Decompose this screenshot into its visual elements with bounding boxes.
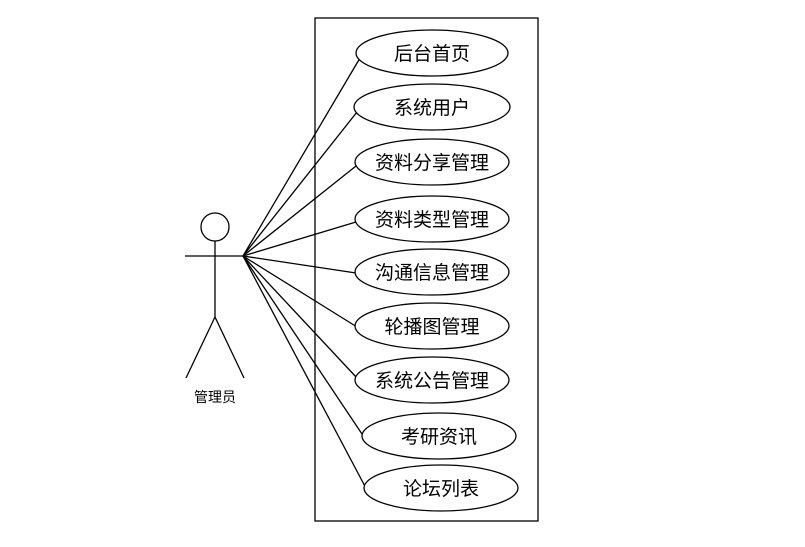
use-case-ellipse bbox=[354, 302, 510, 350]
use-case-ellipse bbox=[363, 464, 519, 512]
actor-left-leg bbox=[185, 316, 216, 379]
use-case-label: 系统公告管理 bbox=[375, 370, 489, 392]
system-boundary bbox=[314, 17, 539, 522]
actor-head bbox=[200, 212, 230, 242]
use-case-label: 考研资讯 bbox=[401, 426, 477, 448]
use-case-4: 沟通信息管理 bbox=[354, 248, 510, 296]
use-case-7: 考研资讯 bbox=[361, 412, 517, 460]
use-case-label: 资料分享管理 bbox=[375, 152, 489, 174]
use-case-label: 沟通信息管理 bbox=[375, 262, 489, 284]
association-line-2 bbox=[242, 165, 357, 257]
use-case-label: 轮播图管理 bbox=[384, 316, 479, 338]
use-case-ellipse bbox=[354, 356, 510, 404]
use-case-0: 后台首页 bbox=[355, 29, 509, 77]
use-case-ellipse bbox=[353, 83, 511, 131]
actor-right-leg bbox=[214, 316, 245, 379]
association-line-6 bbox=[242, 255, 358, 379]
use-case-label: 后台首页 bbox=[394, 43, 470, 65]
actor-admin: 管理员 bbox=[185, 212, 245, 406]
use-case-label: 资料类型管理 bbox=[375, 209, 489, 231]
association-line-5 bbox=[242, 255, 358, 328]
association-line-7 bbox=[242, 255, 367, 441]
association-line-8 bbox=[242, 255, 369, 493]
use-case-5: 轮播图管理 bbox=[354, 302, 510, 350]
use-case-2: 资料分享管理 bbox=[354, 138, 510, 186]
use-case-1: 系统用户 bbox=[353, 83, 511, 131]
use-case-label: 系统用户 bbox=[394, 97, 470, 119]
use-case-ellipse bbox=[354, 195, 510, 243]
association-line-4 bbox=[242, 255, 357, 274]
association-line-3 bbox=[242, 221, 357, 257]
association-line-1 bbox=[242, 111, 358, 257]
use-case-ellipse bbox=[355, 29, 509, 77]
use-case-ellipse bbox=[354, 138, 510, 186]
use-case-6: 系统公告管理 bbox=[354, 356, 510, 404]
use-case-8: 论坛列表 bbox=[363, 464, 519, 512]
association-lines bbox=[242, 57, 369, 493]
use-case-3: 资料类型管理 bbox=[354, 195, 510, 243]
use-case-label: 论坛列表 bbox=[403, 478, 479, 500]
use-case-ellipse bbox=[354, 248, 510, 296]
use-case-ellipse bbox=[361, 412, 517, 460]
association-line-0 bbox=[242, 57, 361, 257]
actor-label: 管理员 bbox=[194, 390, 236, 406]
